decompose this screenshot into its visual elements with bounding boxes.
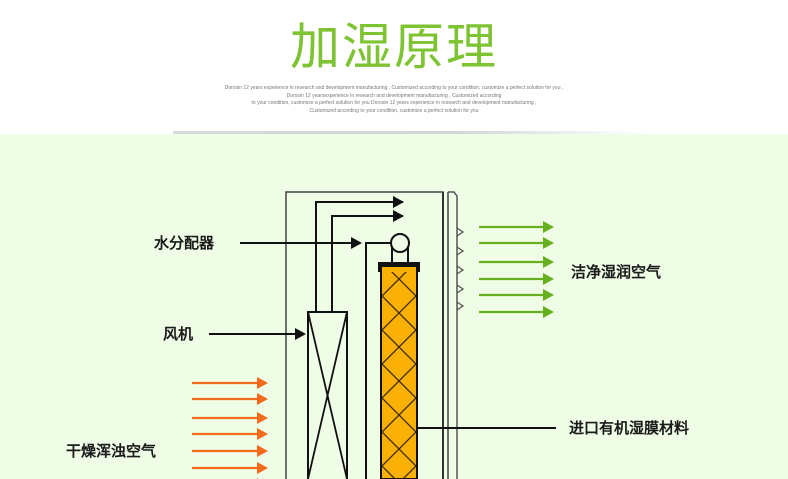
- arrowhead-icon: [393, 196, 404, 208]
- arrowhead-icon: [257, 412, 268, 424]
- inflow-arrow: [192, 462, 268, 474]
- arrowhead-icon: [351, 237, 362, 249]
- description-line: Dorosin 12 yearsexperience in research a…: [286, 92, 502, 99]
- inflow-arrows: [192, 377, 268, 479]
- grille-tooth: [456, 227, 465, 237]
- outflow-arrow: [479, 221, 554, 233]
- outlet-grille: [448, 191, 458, 479]
- label-fan: 风机: [163, 325, 194, 343]
- grille-tooth: [456, 246, 465, 256]
- fan: [307, 196, 404, 479]
- outflow-arrow: [479, 289, 554, 301]
- inflow-arrow: [192, 412, 268, 424]
- label-media: 进口有机湿膜材料: [569, 419, 690, 437]
- description-line: Customized according to your condition, …: [309, 107, 479, 114]
- arrowhead-icon: [257, 377, 268, 389]
- grille-tooth: [456, 301, 465, 311]
- outflow-arrow: [479, 237, 554, 249]
- fan-body: [307, 311, 348, 479]
- outflow-arrow: [479, 306, 554, 318]
- duct-1: [315, 201, 403, 312]
- grille-tooth: [456, 284, 465, 294]
- arrowhead-icon: [543, 273, 554, 285]
- description-line: to your condition, customize a perfect s…: [251, 100, 537, 106]
- housing: [285, 191, 465, 479]
- arrowhead-icon: [543, 237, 554, 249]
- inflow-arrow: [192, 393, 268, 405]
- media-pattern: [382, 272, 416, 479]
- inflow-arrow: [192, 377, 268, 389]
- housing-outline: [285, 191, 444, 479]
- arrowhead-icon: [393, 210, 404, 222]
- grille-tooth: [456, 265, 465, 275]
- label-clean-air: 洁净湿润空气: [571, 263, 662, 281]
- inflow-arrow: [192, 428, 268, 440]
- arrowhead-icon: [543, 306, 554, 318]
- leader-lines: [209, 237, 556, 429]
- arrowhead-icon: [543, 289, 554, 301]
- header: 加湿原理 Dorosin 12 years experience in rese…: [0, 0, 788, 134]
- label-dry-air: 干燥浑浊空气: [66, 442, 157, 460]
- arrowhead-icon: [543, 221, 554, 233]
- header-divider: [173, 131, 643, 134]
- description: Dorosin 12 years experience in research …: [150, 85, 638, 115]
- arrowhead-icon: [257, 393, 268, 405]
- arrowhead-icon: [257, 445, 268, 457]
- arrowhead-icon: [257, 462, 268, 474]
- outflow-arrows: [479, 221, 554, 318]
- humidifying-media: [378, 262, 420, 479]
- arrowhead-icon: [543, 256, 554, 268]
- outlet-grille-teeth: [456, 227, 465, 311]
- arrowhead-icon: [295, 328, 306, 340]
- distributor-nozzle: [390, 233, 410, 253]
- outflow-arrow: [479, 273, 554, 285]
- arrowhead-icon: [257, 428, 268, 440]
- duct-2: [331, 215, 403, 312]
- page-title: 加湿原理: [290, 18, 498, 76]
- water-distributor: [365, 233, 410, 479]
- label-water-distributor: 水分配器: [154, 234, 215, 252]
- inflow-arrow: [192, 445, 268, 457]
- water-pipe: [365, 242, 392, 479]
- description-line: Dorosin 12 years experience in research …: [224, 85, 564, 91]
- outflow-arrow: [479, 256, 554, 268]
